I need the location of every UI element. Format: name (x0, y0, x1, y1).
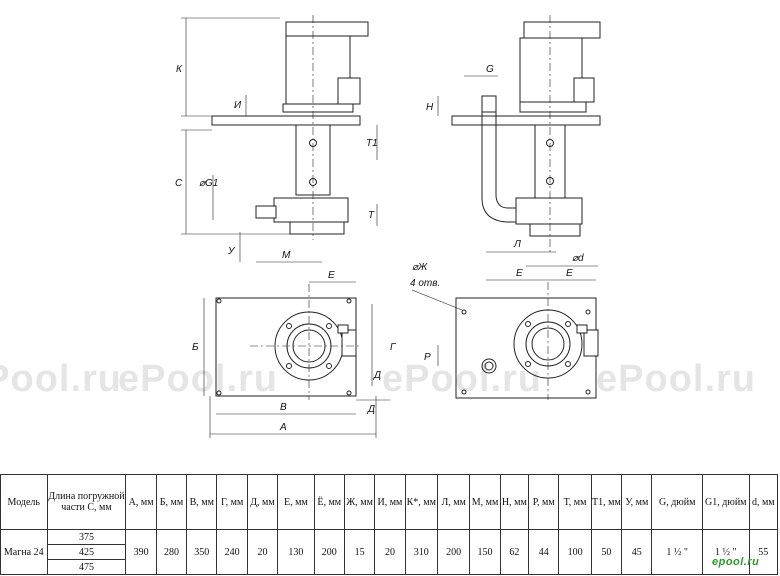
value-cell: 130 (277, 529, 315, 575)
label-P: Р (424, 352, 431, 363)
label-M: М (282, 250, 291, 261)
label-E-left: Е (328, 270, 335, 281)
label-D-bottom: Д (367, 404, 375, 415)
watermark-3: ePool.ru (382, 358, 543, 400)
length-cell: 425 (46, 544, 127, 560)
value-cell: 350 (186, 529, 218, 575)
label-G1: ⌀G1 (199, 178, 218, 189)
label-B: Б (192, 342, 199, 353)
value-cell: 390 (125, 529, 157, 575)
header-cell: Ё, мм (313, 474, 345, 530)
watermark-2: ePool.ru (118, 358, 279, 400)
technical-drawing: К И С ⌀G1 Т1 Т У М G Н Л ⌀d Е ⌀Ж 4 отв. … (175, 15, 601, 438)
value-cell: 45 (621, 529, 653, 575)
value-cell: 62 (499, 529, 530, 575)
label-H: Н (426, 102, 434, 113)
label-T: Т (368, 210, 375, 221)
header-cell: Г, мм (216, 474, 248, 530)
header-cell: d, мм (748, 474, 779, 530)
plan-view-left (203, 281, 390, 438)
label-T1: Т1 (366, 138, 378, 149)
header-cell: У, мм (621, 474, 653, 530)
label-U: У (227, 246, 236, 257)
label-V: В (280, 402, 287, 413)
header-cell: Т1, мм (590, 474, 623, 530)
front-view (181, 15, 378, 263)
length-cell: 375 (46, 529, 127, 545)
header-cell: К*, мм (404, 474, 438, 530)
model-cell: Магна 24 (0, 529, 48, 575)
header-cell: Б, мм (155, 474, 188, 530)
label-I: И (234, 100, 242, 111)
value-cell: 280 (155, 529, 188, 575)
label-d: ⌀d (572, 253, 584, 264)
table-row: Магна 24 375 390 280 350 240 20 130 200 … (0, 529, 779, 575)
label-E-right-1: Е (516, 268, 523, 279)
header-cell: Л, мм (436, 474, 471, 530)
value-cell: 310 (404, 529, 438, 575)
value-cell: 100 (558, 529, 592, 575)
value-cell: 240 (216, 529, 248, 575)
label-K: К (176, 64, 183, 75)
value-cell: 1 ½ " (702, 529, 750, 575)
header-cell: Е, мм (277, 474, 315, 530)
site-logo: epool.ru (712, 556, 760, 568)
value-cell: 20 (246, 529, 279, 575)
value-cell: 50 (590, 529, 623, 575)
header-cell: Т, мм (558, 474, 592, 530)
header-cell: G, дюйм (651, 474, 704, 530)
header-cell: G1, дюйм (702, 474, 750, 530)
label-G: G (486, 64, 494, 75)
header-cell: А, мм (125, 474, 157, 530)
value-cell: 150 (469, 529, 501, 575)
value-cell: 1 ½ " (651, 529, 704, 575)
value-cell: 20 (374, 529, 406, 575)
header-cell: В, мм (186, 474, 218, 530)
label-holes: 4 отв. (410, 278, 440, 289)
table-row: 475 (1, 559, 778, 575)
header-cell: М, мм (469, 474, 501, 530)
header-cell: Ж, мм (343, 474, 376, 530)
header-cell: Длина погружной части С, мм (46, 474, 127, 530)
plan-view-right (411, 279, 599, 400)
header-cell: Модель (0, 474, 48, 530)
value-cell: 15 (343, 529, 376, 575)
spec-table: Модель Длина погружной части С, мм А, мм… (0, 474, 779, 575)
label-C: С (175, 178, 183, 189)
header-cell: Д, мм (246, 474, 279, 530)
label-Zh: ⌀Ж (412, 262, 428, 273)
value-cell: 55 (748, 529, 779, 575)
header-cell: Н, мм (499, 474, 530, 530)
side-view (437, 15, 601, 267)
label-E-right-2: Е (566, 268, 573, 279)
watermark-4: ePool.ru (596, 358, 757, 400)
header-cell: Р, мм (528, 474, 560, 530)
value-cell: 44 (528, 529, 560, 575)
value-cell: 200 (436, 529, 471, 575)
label-A: А (279, 422, 287, 433)
label-D-side: Д (373, 370, 381, 381)
watermark-1: ePool.ru (0, 358, 123, 400)
table-header-row: Модель Длина погружной части С, мм А, мм… (0, 474, 779, 530)
length-cell: 475 (46, 559, 127, 575)
value-cell: 200 (313, 529, 345, 575)
header-cell: И, мм (374, 474, 406, 530)
label-L: Л (513, 239, 521, 250)
label-Gamma: Г (390, 342, 397, 353)
